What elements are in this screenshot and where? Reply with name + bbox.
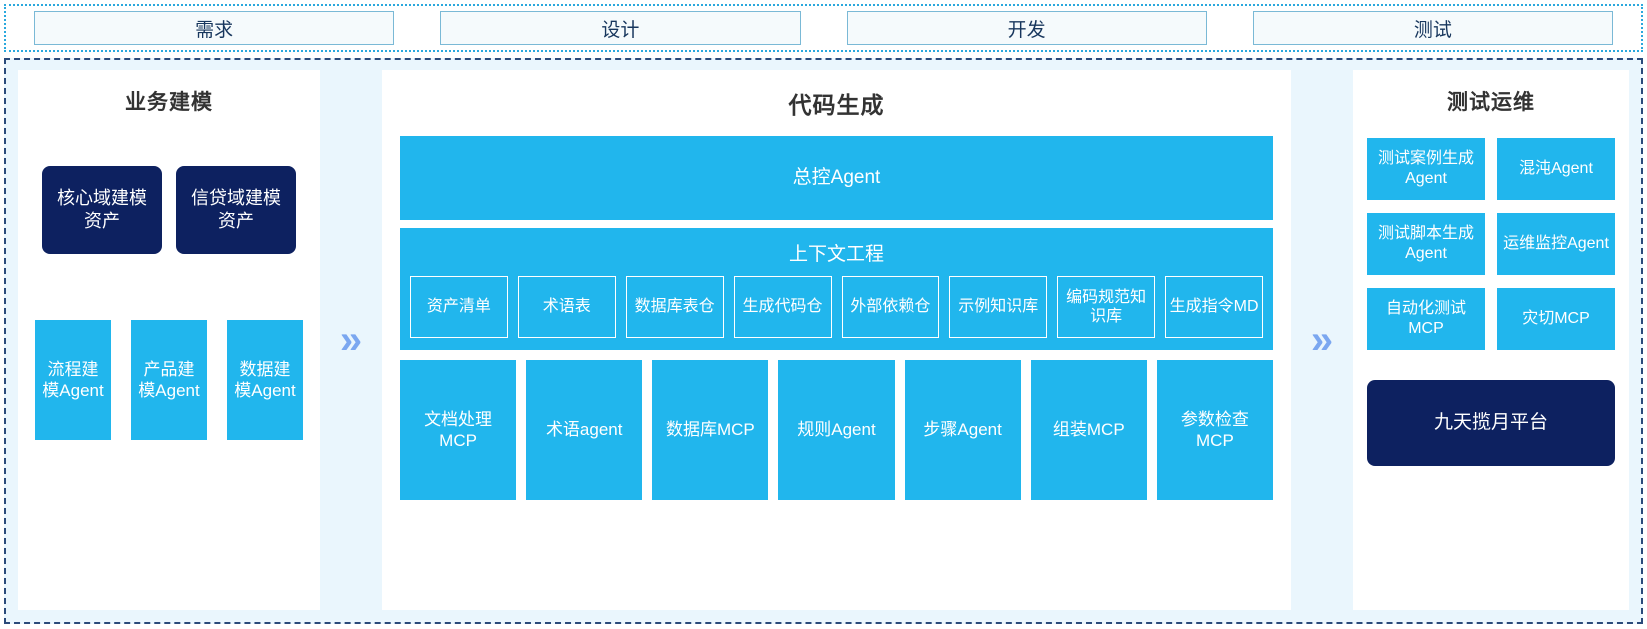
chevron-right-icon: »	[339, 318, 363, 362]
context-item-glossary[interactable]: 术语表	[517, 276, 616, 338]
panel-title-code-generation: 代码生成	[788, 92, 885, 118]
tool-card-rule-agent[interactable]: 规则Agent	[778, 360, 895, 500]
tool-card-document-processing-mcp[interactable]: 文档处理MCP	[400, 360, 517, 500]
phase-item-design[interactable]: 设计	[440, 11, 801, 45]
tool-card-glossary-agent[interactable]: 术语agent	[526, 360, 643, 500]
context-item-db-table-repo[interactable]: 数据库表仓	[625, 276, 724, 338]
context-item-coding-standard-knowledge-base[interactable]: 编码规范知识库	[1057, 276, 1156, 338]
tool-card-parameter-check-mcp[interactable]: 参数检查MCP	[1156, 360, 1273, 500]
card-operations-monitoring-agent[interactable]: 运维监控Agent	[1497, 213, 1615, 275]
tool-card-assembly-mcp[interactable]: 组装MCP	[1030, 360, 1147, 500]
phase-label: 开发	[1007, 19, 1046, 41]
panel-code-generation: 代码生成 总控Agent 上下文工程 资产清单 术语表 数据库表仓 生成代码仓 …	[382, 70, 1291, 610]
card-disaster-switch-mcp[interactable]: 灾切MCP	[1497, 288, 1615, 350]
context-item-generation-instruction-md[interactable]: 生成指令MD	[1165, 276, 1263, 338]
chevron-right-icon: »	[1310, 318, 1334, 362]
platform-row: 九天揽月平台	[1367, 380, 1615, 466]
phase-item-requirements[interactable]: 需求	[34, 11, 395, 45]
phase-strip: 需求 设计 开发 测试	[4, 4, 1643, 52]
master-agent-card[interactable]: 总控Agent	[400, 136, 1273, 220]
business-asset-group: 核心域建模资产 信贷域建模资产	[32, 166, 306, 254]
context-engineering-title: 上下文工程	[788, 244, 884, 265]
context-engineering-block: 上下文工程 资产清单 术语表 数据库表仓 生成代码仓 外部依赖仓 示例知识库 编…	[400, 228, 1273, 350]
context-item-example-knowledge-base[interactable]: 示例知识库	[949, 276, 1048, 338]
panel-business-modeling: 业务建模 核心域建模资产 信贷域建模资产 流程建模Agent 产品建模Agent…	[18, 70, 320, 610]
test-ops-card-grid: 测试案例生成Agent 混沌Agent 测试脚本生成Agent 运维监控Agen…	[1367, 138, 1615, 350]
context-item-generated-code-repo[interactable]: 生成代码仓	[733, 276, 832, 338]
context-item-row: 资产清单 术语表 数据库表仓 生成代码仓 外部依赖仓 示例知识库 编码规范知识库…	[410, 276, 1263, 338]
phase-item-testing[interactable]: 测试	[1252, 11, 1613, 45]
asset-card-credit-domain[interactable]: 信贷域建模资产	[176, 166, 296, 254]
asset-card-core-domain[interactable]: 核心域建模资产	[42, 166, 162, 254]
business-agent-group: 流程建模Agent 产品建模Agent 数据建模Agent	[32, 320, 306, 440]
card-automated-test-mcp[interactable]: 自动化测试MCP	[1367, 288, 1485, 350]
card-test-case-generation-agent[interactable]: 测试案例生成Agent	[1367, 138, 1485, 200]
agent-card-process-modeling[interactable]: 流程建模Agent	[35, 320, 111, 440]
agent-card-product-modeling[interactable]: 产品建模Agent	[131, 320, 207, 440]
panel-title-test-operations: 测试运维	[1447, 91, 1535, 114]
phase-label: 设计	[601, 19, 640, 41]
panel-title-business-modeling: 业务建模	[125, 91, 213, 114]
card-test-script-generation-agent[interactable]: 测试脚本生成Agent	[1367, 213, 1485, 275]
tool-card-row: 文档处理MCP 术语agent 数据库MCP 规则Agent 步骤Agent 组…	[400, 360, 1273, 500]
card-chaos-agent[interactable]: 混沌Agent	[1497, 138, 1615, 200]
tool-card-step-agent[interactable]: 步骤Agent	[904, 360, 1021, 500]
panel-test-operations: 测试运维 测试案例生成Agent 混沌Agent 测试脚本生成Agent 运维监…	[1353, 70, 1629, 610]
phase-label: 需求	[195, 19, 234, 41]
context-item-external-dependency-repo[interactable]: 外部依赖仓	[841, 276, 940, 338]
tool-card-database-mcp[interactable]: 数据库MCP	[652, 360, 769, 500]
phase-item-development[interactable]: 开发	[846, 11, 1207, 45]
context-item-asset-inventory[interactable]: 资产清单	[410, 276, 508, 338]
platform-card-jiutian-lanyue[interactable]: 九天揽月平台	[1367, 380, 1615, 466]
diagram-stage: 业务建模 核心域建模资产 信贷域建模资产 流程建模Agent 产品建模Agent…	[4, 58, 1643, 624]
phase-label: 测试	[1413, 19, 1452, 41]
agent-card-data-modeling[interactable]: 数据建模Agent	[227, 320, 303, 440]
